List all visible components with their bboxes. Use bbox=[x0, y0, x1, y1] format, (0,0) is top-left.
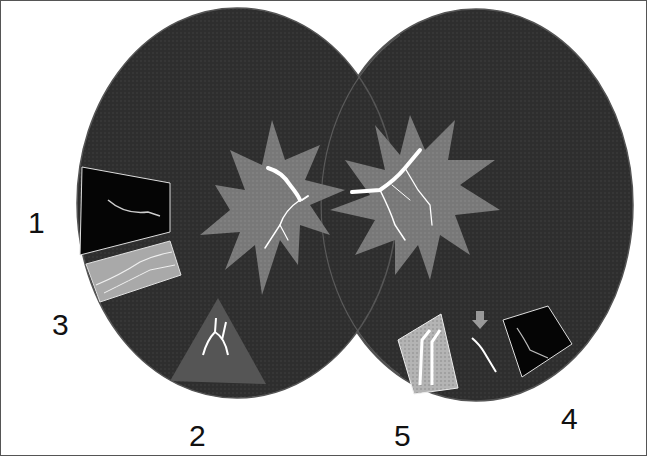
inset bbox=[398, 314, 458, 394]
callout-number: 5 bbox=[394, 421, 411, 451]
callout-number: 3 bbox=[52, 310, 69, 340]
inset bbox=[80, 167, 170, 255]
vessel bbox=[265, 150, 432, 248]
starburst bbox=[200, 120, 345, 295]
inset bbox=[86, 241, 181, 302]
callout-number: 4 bbox=[561, 404, 578, 434]
callout-number: 1 bbox=[28, 208, 45, 238]
right-field bbox=[319, 9, 633, 401]
starburst bbox=[330, 115, 500, 280]
inset bbox=[170, 298, 266, 384]
callout-number: 2 bbox=[189, 421, 206, 451]
inset bbox=[503, 306, 572, 377]
